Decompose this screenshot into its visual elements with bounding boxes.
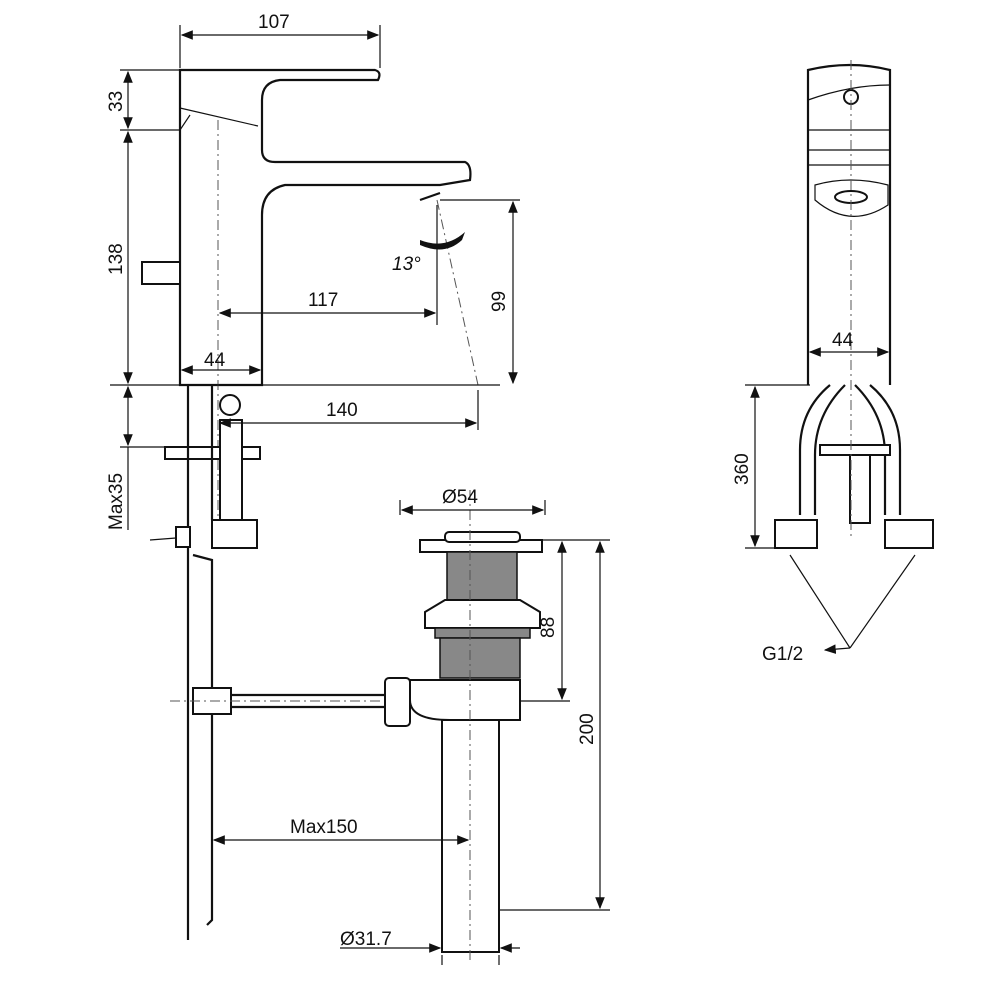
faucet-side-view [774, 60, 934, 650]
dimension-labels: 107 33 138 117 13° 99 44 140 Max35 Ø54 8… [106, 12, 854, 950]
dim-handle-width: 107 [258, 12, 290, 33]
dim-spout-reach: 117 [308, 290, 338, 311]
dim-drain-height: 88 [538, 617, 559, 638]
dim-tail-diameter: Ø31.7 [340, 929, 392, 950]
dim-side-width: 44 [832, 330, 854, 351]
dim-drain-diameter: Ø54 [442, 487, 478, 508]
dim-thread: G1/2 [762, 644, 803, 665]
dim-tilt-angle: 13° [392, 254, 421, 275]
dim-drain-total: 200 [577, 713, 598, 745]
dim-rod-reach: Max150 [290, 817, 358, 838]
dim-body-height: 138 [106, 243, 127, 275]
dim-hose-length: 360 [732, 453, 753, 485]
dim-deck-thickness: Max35 [106, 473, 127, 530]
dim-spray-reach: 140 [326, 400, 358, 421]
dimension-lines [120, 25, 890, 965]
dim-body-width: 44 [204, 350, 226, 371]
faucet-front-view [110, 68, 560, 940]
dim-handle-height: 33 [106, 91, 127, 112]
dim-spout-height: 99 [489, 291, 510, 312]
pop-up-drain [384, 490, 543, 960]
